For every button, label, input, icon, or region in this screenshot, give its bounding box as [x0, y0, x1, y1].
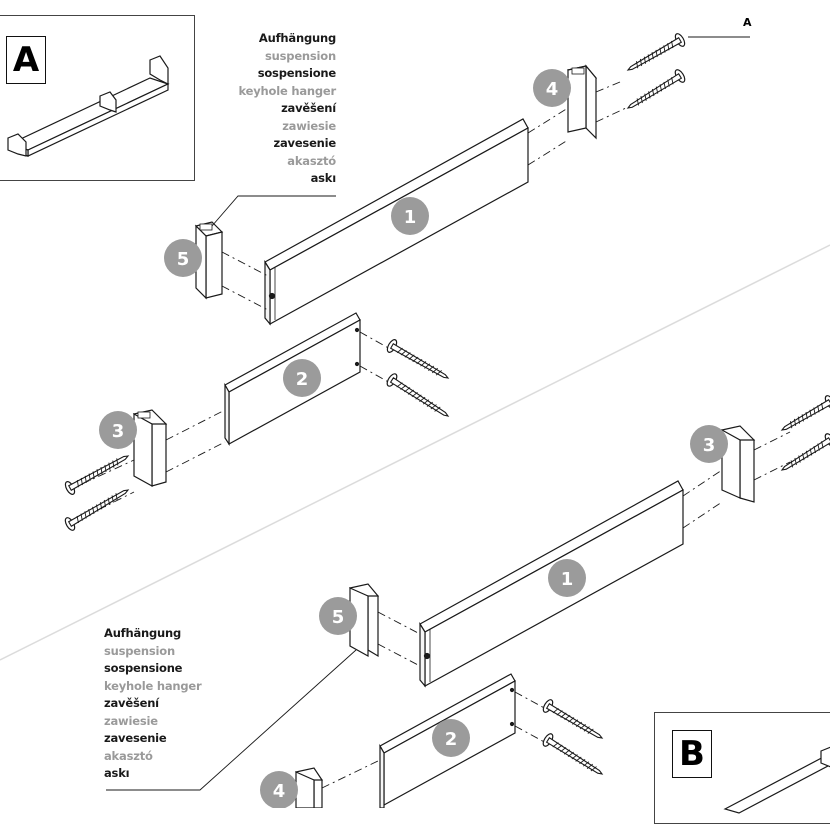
- bottom-bracket-5: [348, 583, 380, 658]
- top-part-number-badge: 2: [283, 359, 321, 397]
- badge-circle: [283, 359, 321, 397]
- badge-number: 3: [703, 435, 716, 456]
- bottom-hanger-label: zawiesie: [104, 713, 158, 728]
- screw: [626, 69, 686, 109]
- screw: [542, 733, 604, 775]
- bottom-part-number-badge: 2: [432, 719, 470, 757]
- top-bracket-3: [132, 409, 168, 488]
- badge-circle: [260, 771, 298, 808]
- top-bracket-5: [194, 221, 224, 300]
- top-part-number-badge: 4: [533, 69, 571, 107]
- top-bracket-4: [566, 64, 598, 140]
- screw: [386, 373, 450, 417]
- bottom-hanger-leader: [106, 649, 357, 791]
- screw: [386, 339, 450, 379]
- bottom-hanger-label: keyhole hanger: [104, 678, 202, 693]
- badge-circle: [391, 197, 429, 235]
- screw: [64, 455, 130, 495]
- badge-number: 1: [404, 207, 417, 228]
- top-hanger-label: Aufhängung: [258, 31, 336, 45]
- badge-number: 2: [296, 369, 309, 390]
- screw: [780, 395, 830, 431]
- top-part-number-badge: 5: [164, 239, 202, 277]
- badge-number: 1: [561, 569, 574, 590]
- badge-circle: [548, 559, 586, 597]
- badge-circle: [99, 411, 137, 449]
- bottom-hanger-label: Aufhängung: [104, 626, 182, 640]
- hanger-labels-top: Aufhängung suspension sospensione keyhole h…: [196, 30, 336, 188]
- screw: [542, 699, 604, 739]
- bottom-bracket-4: [295, 767, 323, 808]
- badge-number: 2: [445, 729, 458, 750]
- top-hanger-label: akasztó: [287, 153, 336, 168]
- inset-letter-b: B: [672, 730, 712, 778]
- inset-a-shelf-drawing: [7, 55, 170, 157]
- top-hanger-label: zavěšení: [281, 101, 336, 115]
- badge-circle: [319, 597, 357, 635]
- badge-circle: [533, 69, 571, 107]
- bottom-hanger-label: sospensione: [104, 661, 183, 675]
- bottom-part-number-badge: 3: [690, 425, 728, 463]
- top-part-number-badge: 1: [391, 197, 429, 235]
- top-hanger-label: suspension: [265, 48, 336, 63]
- badge-circle: [432, 719, 470, 757]
- bottom-part-number-badge: 5: [319, 597, 357, 635]
- bottom-hanger-label: suspension: [104, 643, 175, 658]
- bottom-hanger-label: zavesenie: [104, 731, 167, 745]
- inset-panel-a: A: [0, 15, 195, 181]
- bottom-part-number-badge: 1: [548, 559, 586, 597]
- bottom-hanger-label: zavěšení: [104, 696, 159, 710]
- badge-circle: [690, 425, 728, 463]
- badge-number: 4: [273, 781, 286, 802]
- marker-a-label: A: [743, 16, 752, 29]
- screw: [780, 433, 830, 471]
- badge-number: 3: [112, 421, 125, 442]
- badge-number: 5: [177, 249, 190, 270]
- top-hanger-label: zawiesie: [282, 118, 336, 133]
- screw: [626, 33, 686, 71]
- inset-panel-b: B: [654, 712, 830, 824]
- badge-number: 4: [546, 79, 559, 100]
- bottom-part-number-badge: 4: [260, 771, 298, 808]
- badge-number: 5: [332, 607, 345, 628]
- bottom-hanger-label: akasztó: [104, 748, 153, 763]
- hanger-labels-bottom: Aufhängung suspension sospensione keyhole h…: [104, 625, 244, 783]
- badge-circle: [164, 239, 202, 277]
- top-hanger-leader: [211, 195, 336, 227]
- badges-group: 1 2 3 4 5 1 2 3 4 5: [99, 69, 728, 808]
- top-part-number-badge: 3: [99, 411, 137, 449]
- section-divider: [0, 244, 830, 661]
- top-hanger-label: sospensione: [257, 66, 336, 80]
- inset-letter-a: A: [6, 36, 46, 84]
- bottom-hanger-label: askı: [104, 766, 130, 780]
- top-hanger-label: askı: [310, 171, 337, 185]
- screw: [64, 489, 130, 531]
- top-hanger-label: zavesenie: [273, 136, 336, 150]
- top-hanger-label: keyhole hanger: [238, 83, 336, 98]
